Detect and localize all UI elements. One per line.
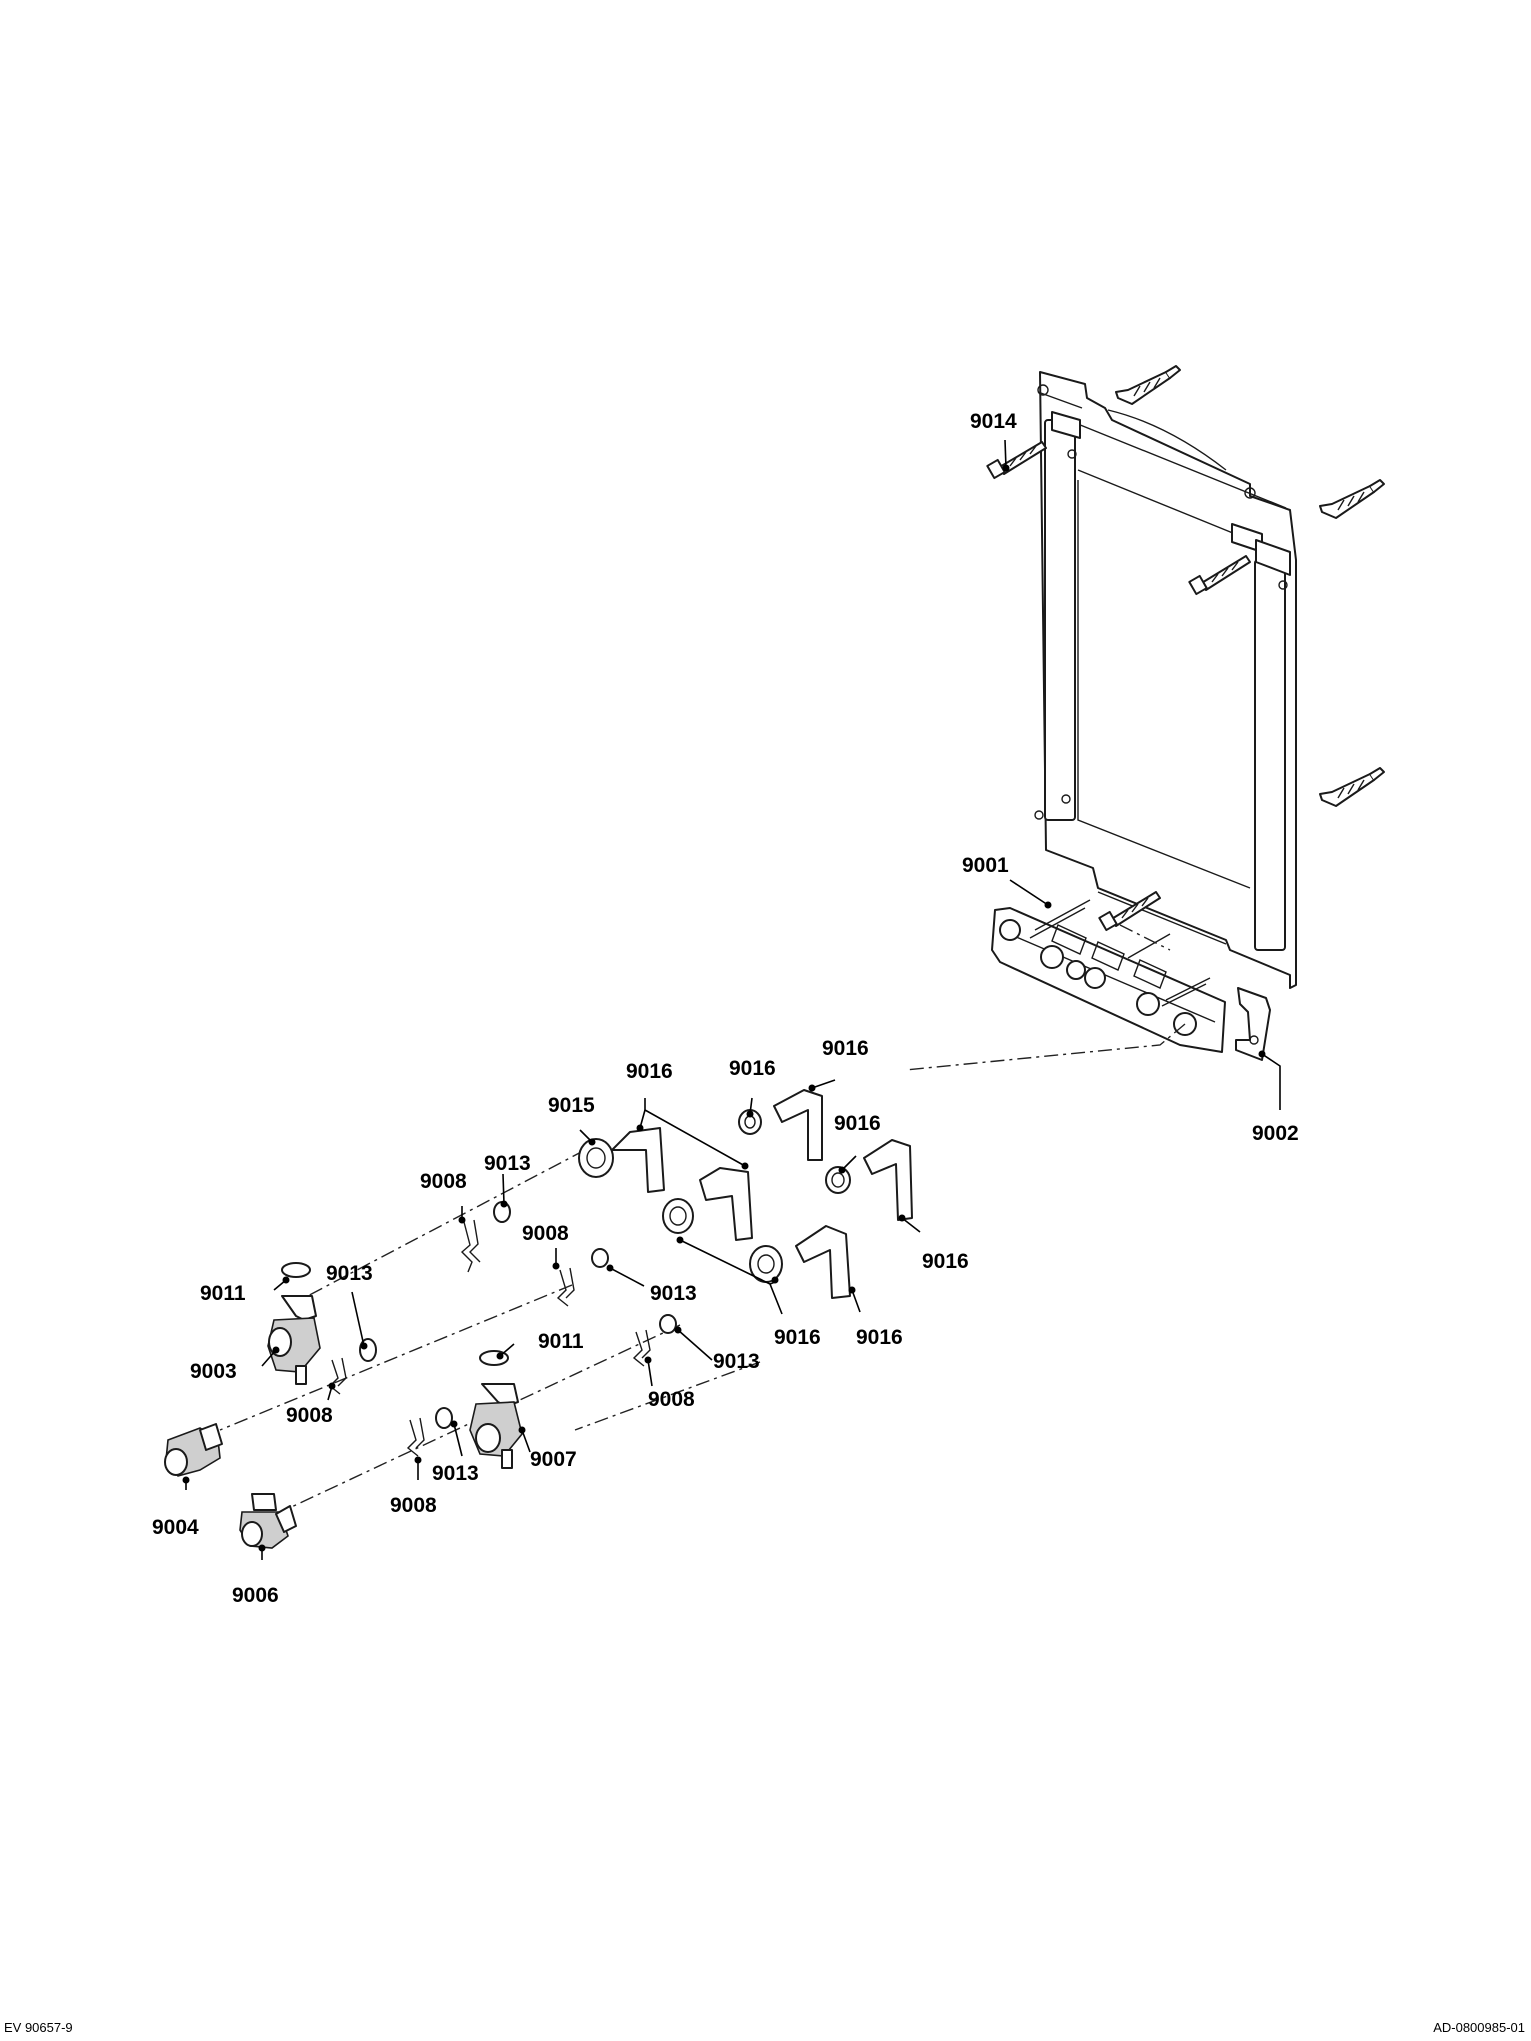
callout-9004: 9004	[152, 1516, 199, 1539]
leader-lines	[182, 439, 1281, 1560]
clips	[328, 1219, 651, 1457]
valve-9003	[267, 1295, 321, 1385]
mounting-frame	[991, 371, 1297, 1053]
callout-9016-d: 9016	[834, 1112, 881, 1135]
callout-9016-b: 9016	[729, 1057, 776, 1080]
callout-9006: 9006	[232, 1584, 279, 1607]
callout-9011-b: 9011	[538, 1330, 584, 1353]
valve-9006	[239, 1493, 297, 1549]
callout-9013-c: 9013	[713, 1350, 760, 1373]
callout-9013-e: 9013	[432, 1462, 479, 1485]
callout-9002: 9002	[1252, 1122, 1299, 1145]
callout-9001: 9001	[962, 854, 1009, 877]
callout-9008-d: 9008	[648, 1388, 695, 1411]
callout-labels: 9014 9001 9002 9016 9016 9016 9016 9016 …	[152, 410, 1299, 1607]
footer-code-right: AD-0800985-01	[1433, 2020, 1525, 2035]
callout-9014: 9014	[970, 410, 1017, 433]
union-nuts	[578, 1109, 851, 1283]
callout-9016-a: 9016	[626, 1060, 673, 1083]
screws	[986, 441, 1251, 932]
pipe-elbows	[611, 1089, 913, 1299]
assembly-lines	[219, 924, 1186, 1511]
callout-9013-b: 9013	[650, 1282, 697, 1305]
bracket	[1235, 987, 1271, 1061]
valve-9007	[469, 1383, 523, 1469]
callout-9008-b: 9008	[522, 1222, 569, 1245]
callout-9008-a: 9008	[420, 1170, 467, 1193]
footer-code-left: EV 90657-9	[4, 2020, 73, 2035]
callout-9008-c: 9008	[286, 1404, 333, 1427]
callout-9016-e: 9016	[922, 1250, 969, 1273]
callout-9007: 9007	[530, 1448, 577, 1471]
callout-9016-c: 9016	[822, 1037, 869, 1060]
seals	[281, 1201, 677, 1429]
callout-9003: 9003	[190, 1360, 237, 1383]
callout-9013-d: 9013	[326, 1262, 373, 1285]
callout-9008-e: 9008	[390, 1494, 437, 1517]
callout-9011-a: 9011	[200, 1282, 246, 1305]
valve-9004	[164, 1423, 223, 1477]
callout-9015: 9015	[548, 1094, 595, 1117]
callout-9016-g: 9016	[856, 1326, 903, 1349]
callout-9016-f: 9016	[774, 1326, 821, 1349]
wall-plugs	[1115, 365, 1385, 807]
callout-9013-a: 9013	[484, 1152, 531, 1175]
